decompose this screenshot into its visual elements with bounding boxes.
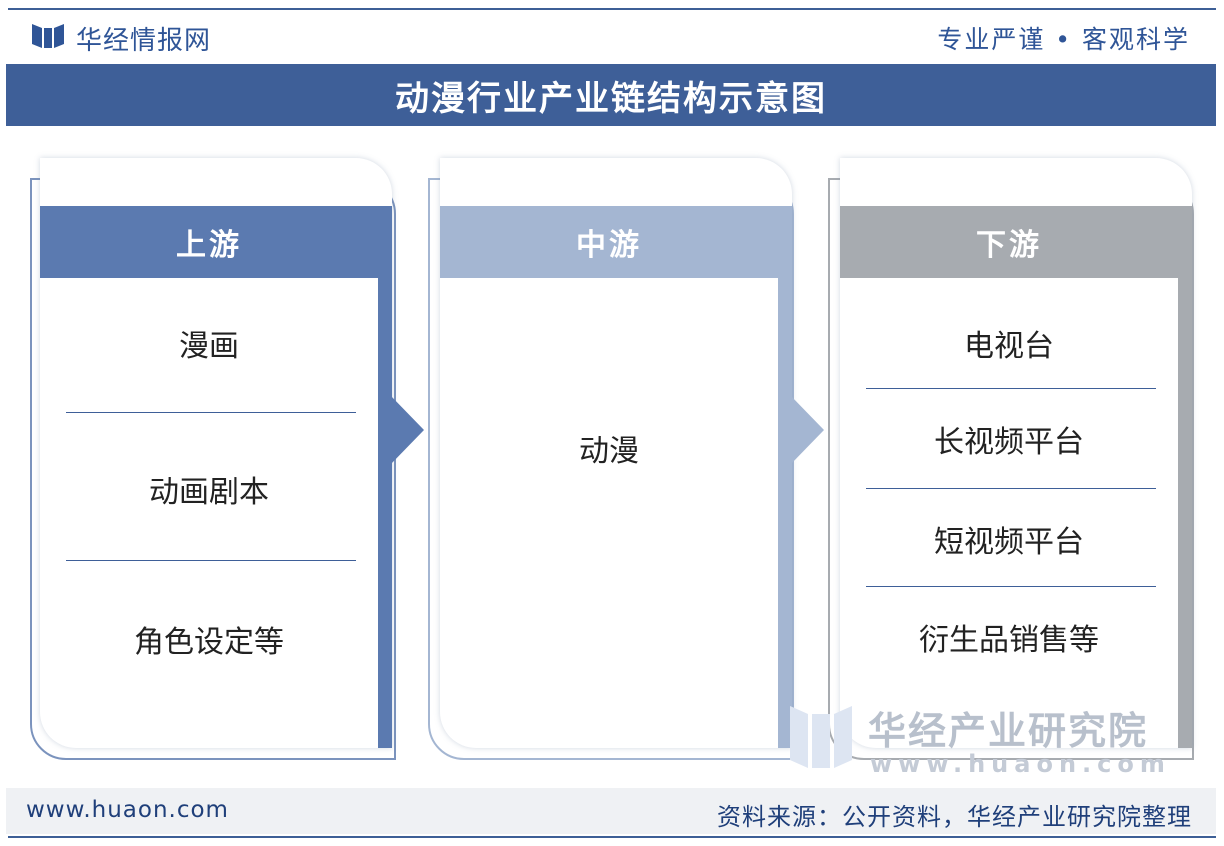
midstream-side-bar: [778, 206, 792, 748]
upstream-item: 漫画: [179, 329, 239, 364]
watermark-name: 华经产业研究院: [868, 709, 1149, 753]
divider: [866, 488, 1156, 489]
top-border: [8, 8, 1216, 10]
upstream-item: 角色设定等: [134, 625, 284, 660]
divider: [866, 586, 1156, 587]
slogan: 专业严谨 • 客观科学: [937, 25, 1190, 54]
downstream-item: 长视频平台: [934, 425, 1084, 460]
bottom-border: [8, 836, 1216, 838]
footer-site-link[interactable]: www.huaon.com: [26, 797, 229, 823]
header: 华经情报网 专业严谨 • 客观科学: [0, 10, 1224, 62]
downstream-side-bar: [1178, 206, 1192, 748]
page-title: 动漫行业产业链结构示意图: [395, 78, 827, 119]
downstream-item: 衍生品销售等: [919, 623, 1099, 658]
watermark-logo-icon: [790, 706, 852, 768]
midstream-item: 动漫: [579, 434, 639, 469]
industry-chain-diagram: 上游 漫画 动画剧本 角色设定等 中游 动漫 下游 电视台 长视频平台 短视频平…: [0, 150, 1224, 770]
midstream-column: 中游 动漫: [440, 158, 792, 748]
divider: [66, 560, 356, 561]
upstream-column: 上游 漫画 动画剧本 角色设定等: [40, 158, 392, 748]
watermark-url: www.huaon.com: [870, 750, 1171, 778]
brand-name: 华经情报网: [76, 26, 212, 56]
divider: [66, 412, 356, 413]
footer-bar: [6, 788, 1216, 834]
downstream-column: 下游 电视台 长视频平台 短视频平台 衍生品销售等: [840, 158, 1192, 748]
upstream-side-bar: [378, 206, 392, 748]
midstream-header: 中游: [440, 206, 778, 278]
downstream-item: 电视台: [964, 329, 1054, 364]
arrow-right-icon: [390, 395, 424, 465]
downstream-item: 短视频平台: [934, 525, 1084, 560]
downstream-header: 下游: [840, 206, 1178, 278]
arrow-right-icon: [790, 395, 824, 465]
upstream-header: 上游: [40, 206, 378, 278]
upstream-item: 动画剧本: [149, 475, 269, 510]
footer-source: 资料来源：公开资料，华经产业研究院整理: [717, 803, 1192, 831]
divider: [866, 388, 1156, 389]
brand-logo-icon: [32, 24, 64, 48]
title-bar: 动漫行业产业链结构示意图: [6, 64, 1216, 126]
